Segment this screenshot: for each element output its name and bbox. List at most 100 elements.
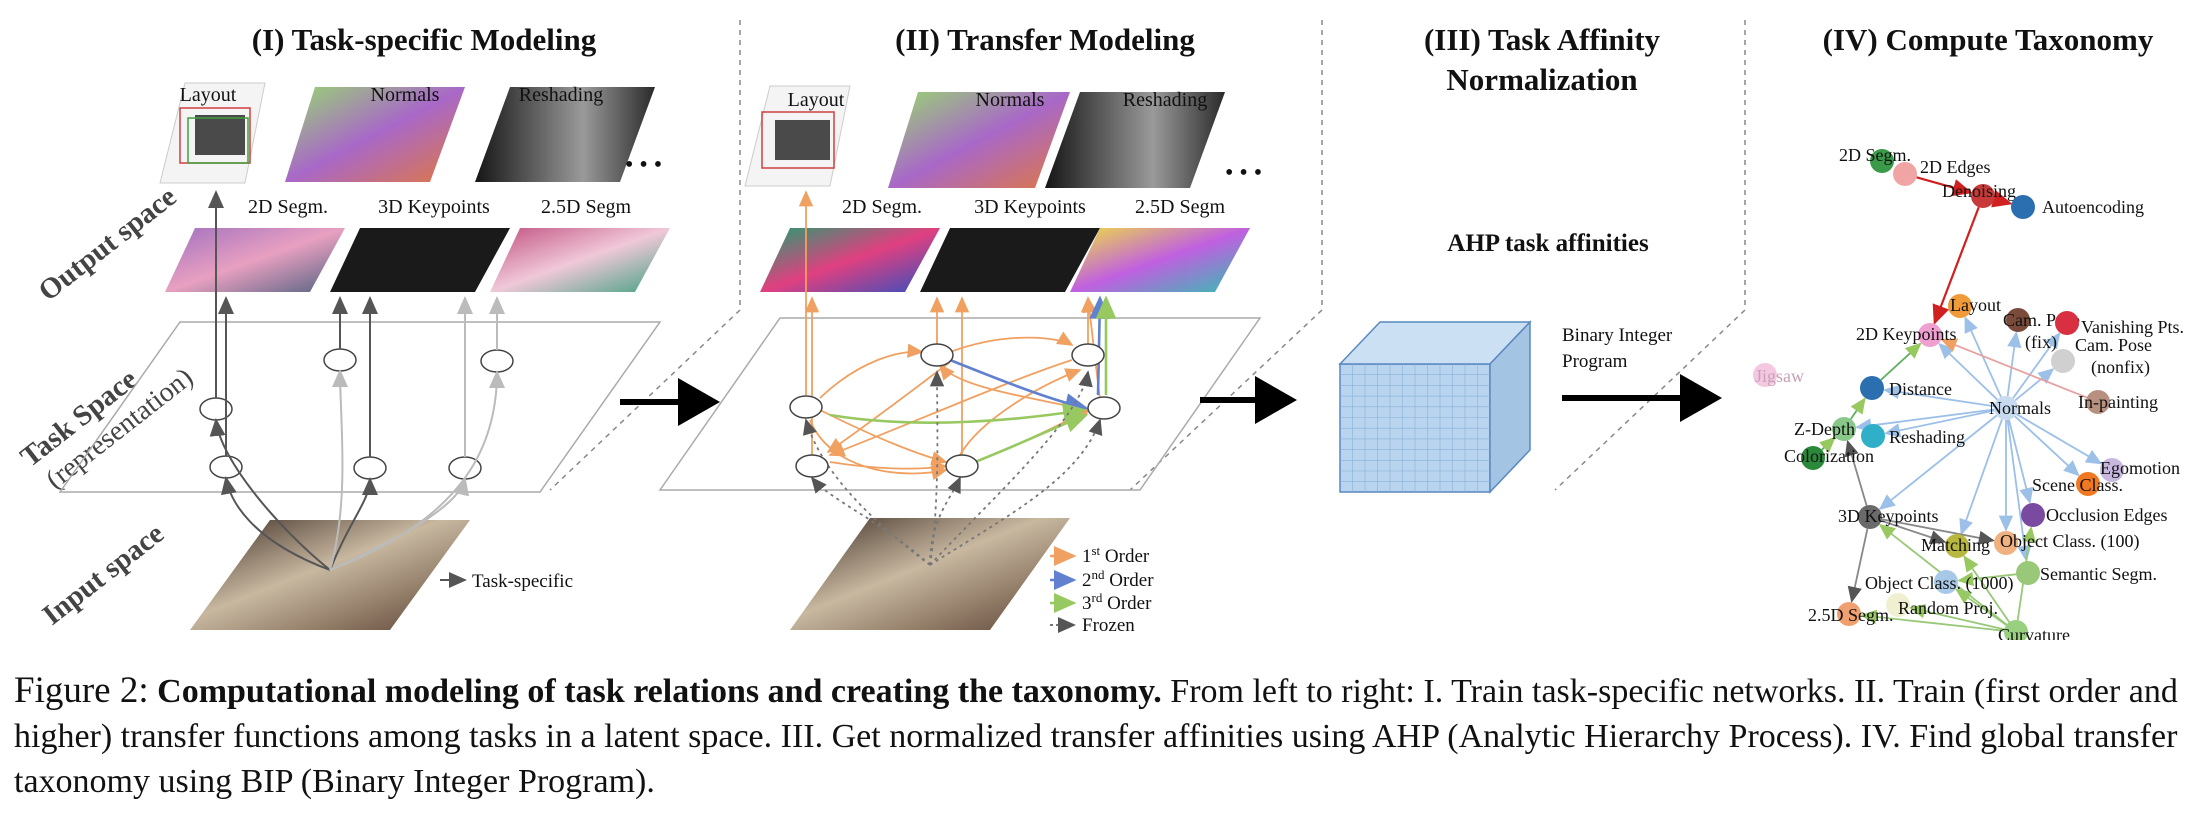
taxonomy-edge	[1963, 555, 2010, 623]
taxonomy-edge	[1938, 342, 1998, 401]
taxonomy-edge	[2014, 368, 2055, 402]
panel-dividers	[549, 20, 1746, 491]
ellipsis-1: • • •	[625, 152, 662, 178]
taxonomy-node-segm2d	[1870, 149, 1894, 173]
taxonomy-label-jigsaw: Jigsaw	[1755, 366, 1804, 386]
caption-body: From left to right: I. Train task-specif…	[14, 673, 2178, 800]
taxonomy-edge	[1860, 609, 2005, 632]
thumb-3d-keypoints-2-label: 3D Keypoints	[974, 196, 1086, 218]
taxonomy-node-random	[1886, 593, 1910, 617]
taxonomy-label-edges2d: 2D Edges	[1920, 157, 1991, 177]
taxonomy-label-segm25d: 2.5D Segm.	[1808, 605, 1894, 625]
thumb-2.5d-segm-label: 2.5D Segm	[541, 196, 631, 218]
taxonomy-label-random: Random Proj.	[1898, 598, 1998, 618]
thumb-3d-keypoints	[330, 228, 510, 292]
taxonomy-node-egomotion	[2100, 458, 2124, 482]
taxonomy-label-normals: Normals	[1989, 398, 2051, 418]
panel-1-title: (I) Task-specific Modeling	[252, 22, 597, 57]
taxonomy-node-segm25d	[1837, 602, 1861, 626]
taxonomy-node-vanishing	[2055, 311, 2079, 335]
taxonomy-edge	[1850, 397, 1866, 420]
transfer-arrows	[798, 190, 1117, 566]
taxonomy-label-vanishing: Vanishing Pts.	[2081, 317, 2184, 337]
taxonomy-node-curvature	[2004, 620, 2028, 640]
taxonomy-edge	[1819, 436, 1836, 453]
taxonomy-node-normals	[1994, 396, 2018, 420]
taxonomy-label-denoising: Denoising	[1942, 181, 2016, 201]
caption-title: Computational modeling of task relations…	[157, 673, 1162, 710]
figure-caption: Figure 2: Computational modeling of task…	[14, 668, 2204, 804]
taxonomy-label-reshading: Reshading	[1889, 427, 1965, 447]
taxonomy-label-curvature: Curvature	[1998, 625, 2070, 640]
taxonomy-node-reshading	[1861, 424, 1885, 448]
taxonomy-label-autoencoding: Autoencoding	[2042, 197, 2144, 217]
caption-label: Figure 2:	[14, 670, 149, 711]
taxonomy-label-colorization: Colorization	[1784, 446, 1874, 466]
affinity-cube	[1338, 320, 1532, 494]
panel-1: Layout Normals Reshading • • • 2D Segm. …	[58, 82, 670, 630]
taxonomy-edge	[1883, 409, 1995, 438]
taxonomy-label-zdepth: Z-Depth	[1794, 419, 1855, 439]
taxonomy-edge	[2012, 332, 2061, 399]
taxonomy-edge	[1881, 518, 1995, 545]
taxonomy-node-camposefix	[2006, 308, 2030, 332]
thumb-2d-segm	[165, 228, 345, 292]
taxonomy-label-matching: Matching	[1921, 535, 1990, 555]
taxonomy-edge	[1959, 419, 2003, 536]
taxonomy-node-camposenonfix	[2051, 349, 2075, 373]
taxonomy-node-autoencoding	[2011, 195, 2035, 219]
task-space-plane	[58, 321, 662, 493]
taxonomy-edge	[2015, 413, 2103, 465]
taxonomy-edge	[1908, 604, 2005, 631]
thumb-normals	[285, 87, 465, 182]
bip-label-line1: Binary Integer	[1562, 325, 1673, 346]
taxonomy-edge	[1940, 338, 2088, 399]
panel-2-title: (II) Transfer Modeling	[895, 22, 1195, 57]
taxonomy-edge	[1847, 528, 1869, 604]
taxonomy-node-denoising	[1971, 184, 1995, 208]
taxonomy-edge	[2008, 419, 2034, 505]
taxonomy-edge	[2014, 415, 2080, 477]
thumb-layout	[159, 82, 266, 184]
thumb-reshading	[475, 87, 655, 182]
taxonomy-node-semseg	[2016, 561, 2040, 585]
task-nodes-2	[789, 343, 1121, 478]
panel-4-title: (IV) Compute Taxonomy	[1823, 22, 2154, 57]
thumb-2.5d-segm-2-label: 2.5D Segm	[1135, 196, 1225, 218]
thumb-layout-label: Layout	[180, 84, 237, 106]
legend-third-order: 3rd Order	[1082, 590, 1152, 614]
bip-label-line2: Program	[1562, 351, 1628, 372]
thumb-3d-keypoints-label: 3D Keypoints	[378, 196, 490, 218]
legend-second-order: 2nd Order	[1082, 567, 1154, 591]
task-nodes	[199, 348, 514, 480]
legend-frozen: Frozen	[1082, 615, 1135, 636]
panel-2: Layout Normals Reshading • • • 2D Segm. …	[658, 85, 1262, 636]
panel-3: AHP task affinities Binary Integer Progr…	[1338, 230, 1722, 494]
ahp-label: AHP task affinities	[1447, 230, 1649, 257]
taxonomy-label-objclass100: Object Class. (100)	[2000, 531, 2139, 552]
taxonomy-label-keypoints2d: 2D Keypoints	[1856, 324, 1957, 344]
thumb-2d-segm-2-label: 2D Segm.	[842, 196, 922, 218]
thumb-normals-label: Normals	[371, 84, 440, 106]
taxonomy-node-objclass1000	[1934, 570, 1958, 594]
input-space-label: Input space	[37, 517, 170, 631]
task-specific-label: Task-specific	[472, 571, 573, 592]
transfer-legend: 1st Order 2nd Order 3rd Order Frozen	[1050, 543, 1154, 636]
taxonomy-edge	[1844, 439, 1868, 506]
taxonomy-label-egomotion: Egomotion	[2100, 458, 2180, 478]
taxonomy-label-camposenonfix: Cam. Pose	[2075, 335, 2152, 355]
ellipsis-2: • • •	[1225, 160, 1262, 186]
thumb-2d-segm-2	[760, 228, 940, 292]
taxonomy-label-objclass1000: Object Class. (1000)	[1865, 573, 2013, 594]
legend-first-order: 1st Order	[1082, 543, 1150, 567]
taxonomy-node-inpainting	[2086, 390, 2110, 414]
panel-4-taxonomy: 2D Segm.2D EdgesDenoisingAutoencodingLay…	[1753, 145, 2184, 640]
thumb-2.5d-segm-2	[1070, 228, 1250, 292]
thumb-layout-2-label: Layout	[788, 89, 845, 111]
taxonomy-edge	[1880, 342, 1922, 381]
taxonomy-edge	[1878, 414, 1998, 510]
thumb-reshading-label: Reshading	[519, 84, 603, 106]
taxonomy-node-sceneclass	[2076, 472, 2100, 496]
panel-3-title-line1: (III) Task Affinity	[1424, 22, 1661, 57]
input-image-2	[790, 518, 1070, 630]
